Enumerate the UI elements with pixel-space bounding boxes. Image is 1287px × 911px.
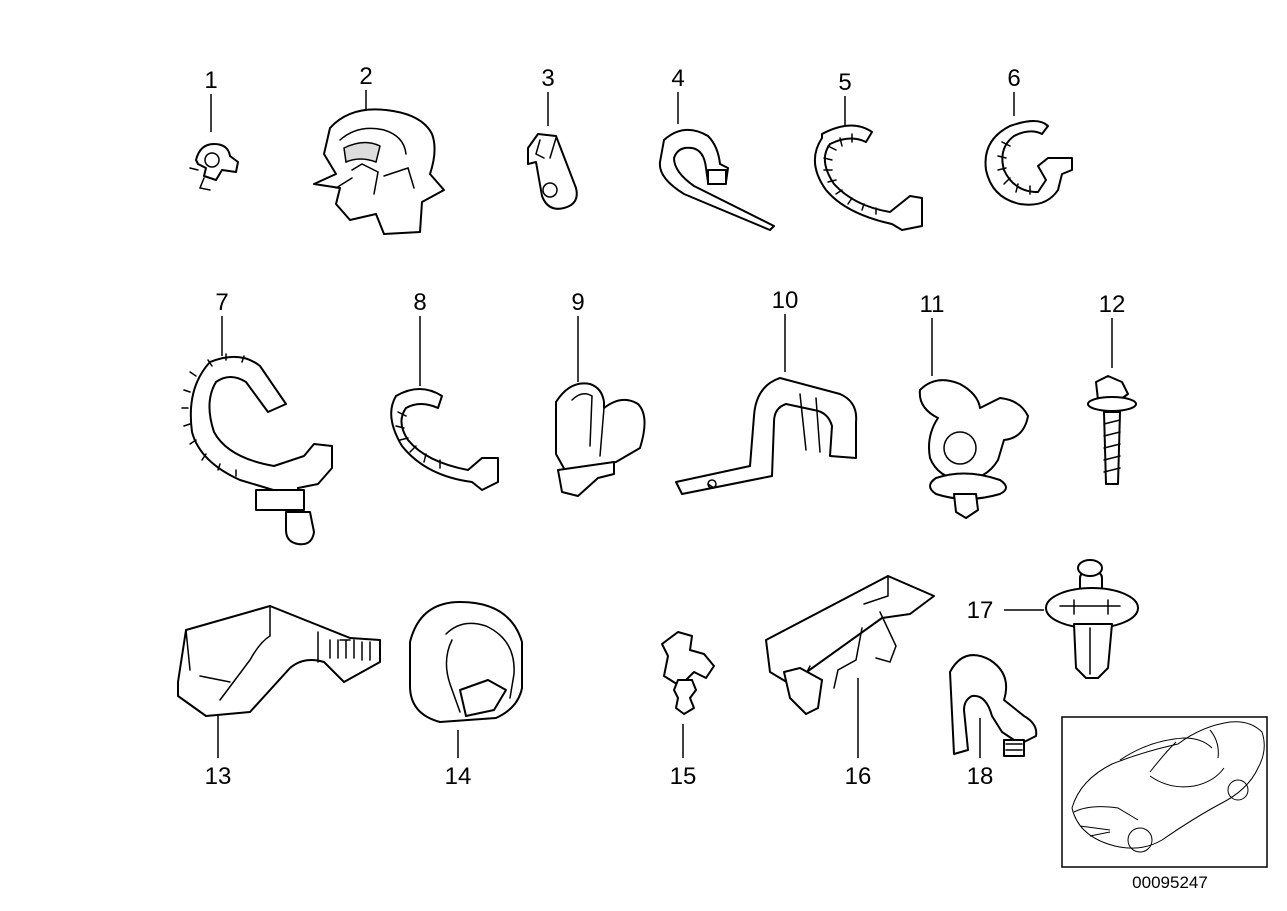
part-4-label: 4	[671, 65, 684, 92]
vehicle-inset: 00095247	[1061, 716, 1268, 892]
part-2-drawing	[313, 108, 445, 235]
part-6[interactable]: 6	[984, 65, 1073, 206]
part-11[interactable]: 11	[918, 291, 1029, 519]
part-6-drawing	[984, 120, 1073, 206]
part-17-drawing	[1045, 559, 1139, 679]
part-3-drawing	[527, 133, 578, 210]
part-14[interactable]: 14	[409, 601, 523, 790]
part-11-drawing	[918, 379, 1029, 519]
part-13-drawing	[177, 605, 381, 717]
part-16-drawing	[765, 575, 935, 715]
part-10-drawing	[675, 377, 858, 495]
part-9-drawing	[555, 382, 646, 497]
part-14-drawing	[409, 601, 523, 723]
part-1-drawing	[189, 143, 239, 191]
part-13[interactable]: 13	[177, 605, 381, 790]
part-18-drawing	[949, 654, 1038, 757]
part-13-label: 13	[205, 763, 232, 790]
part-2-label: 2	[359, 63, 372, 90]
part-6-label: 6	[1007, 65, 1020, 92]
part-2[interactable]: 2	[313, 63, 445, 235]
part-17[interactable]: 17	[967, 559, 1139, 679]
part-12-label: 12	[1099, 291, 1126, 318]
part-4-drawing	[658, 129, 775, 231]
part-9-label: 9	[571, 289, 584, 316]
part-8[interactable]: 8	[390, 289, 499, 491]
part-8-drawing	[390, 388, 499, 491]
part-11-label: 11	[920, 291, 945, 318]
part-14-label: 14	[445, 763, 472, 790]
part-5[interactable]: 5	[814, 69, 923, 231]
part-12-drawing	[1087, 375, 1137, 485]
car-silhouette-icon	[1071, 721, 1265, 853]
part-18-label: 18	[967, 763, 994, 790]
part-3[interactable]: 3	[527, 65, 578, 210]
part-10-label: 10	[772, 287, 799, 314]
part-8-label: 8	[413, 289, 426, 316]
part-1[interactable]: 1	[189, 67, 239, 191]
part-4[interactable]: 4	[658, 65, 775, 231]
part-12[interactable]: 12	[1087, 291, 1137, 485]
part-16[interactable]: 16	[765, 575, 935, 790]
part-15-label: 15	[670, 763, 697, 790]
part-15-drawing	[661, 631, 715, 715]
part-1-label: 1	[204, 67, 217, 94]
part-5-drawing	[814, 124, 923, 231]
part-7-drawing	[181, 353, 333, 546]
diagram-code: 00095247	[1132, 873, 1208, 892]
part-5-label: 5	[838, 69, 851, 96]
part-7[interactable]: 7	[181, 289, 333, 546]
part-17-label: 17	[967, 597, 994, 624]
part-16-label: 16	[845, 763, 872, 790]
part-3-label: 3	[541, 65, 554, 92]
part-15[interactable]: 15	[661, 631, 715, 790]
part-10[interactable]: 10	[675, 287, 858, 495]
part-7-label: 7	[215, 289, 228, 316]
part-18[interactable]: 18	[949, 654, 1038, 790]
part-9[interactable]: 9	[555, 289, 646, 497]
